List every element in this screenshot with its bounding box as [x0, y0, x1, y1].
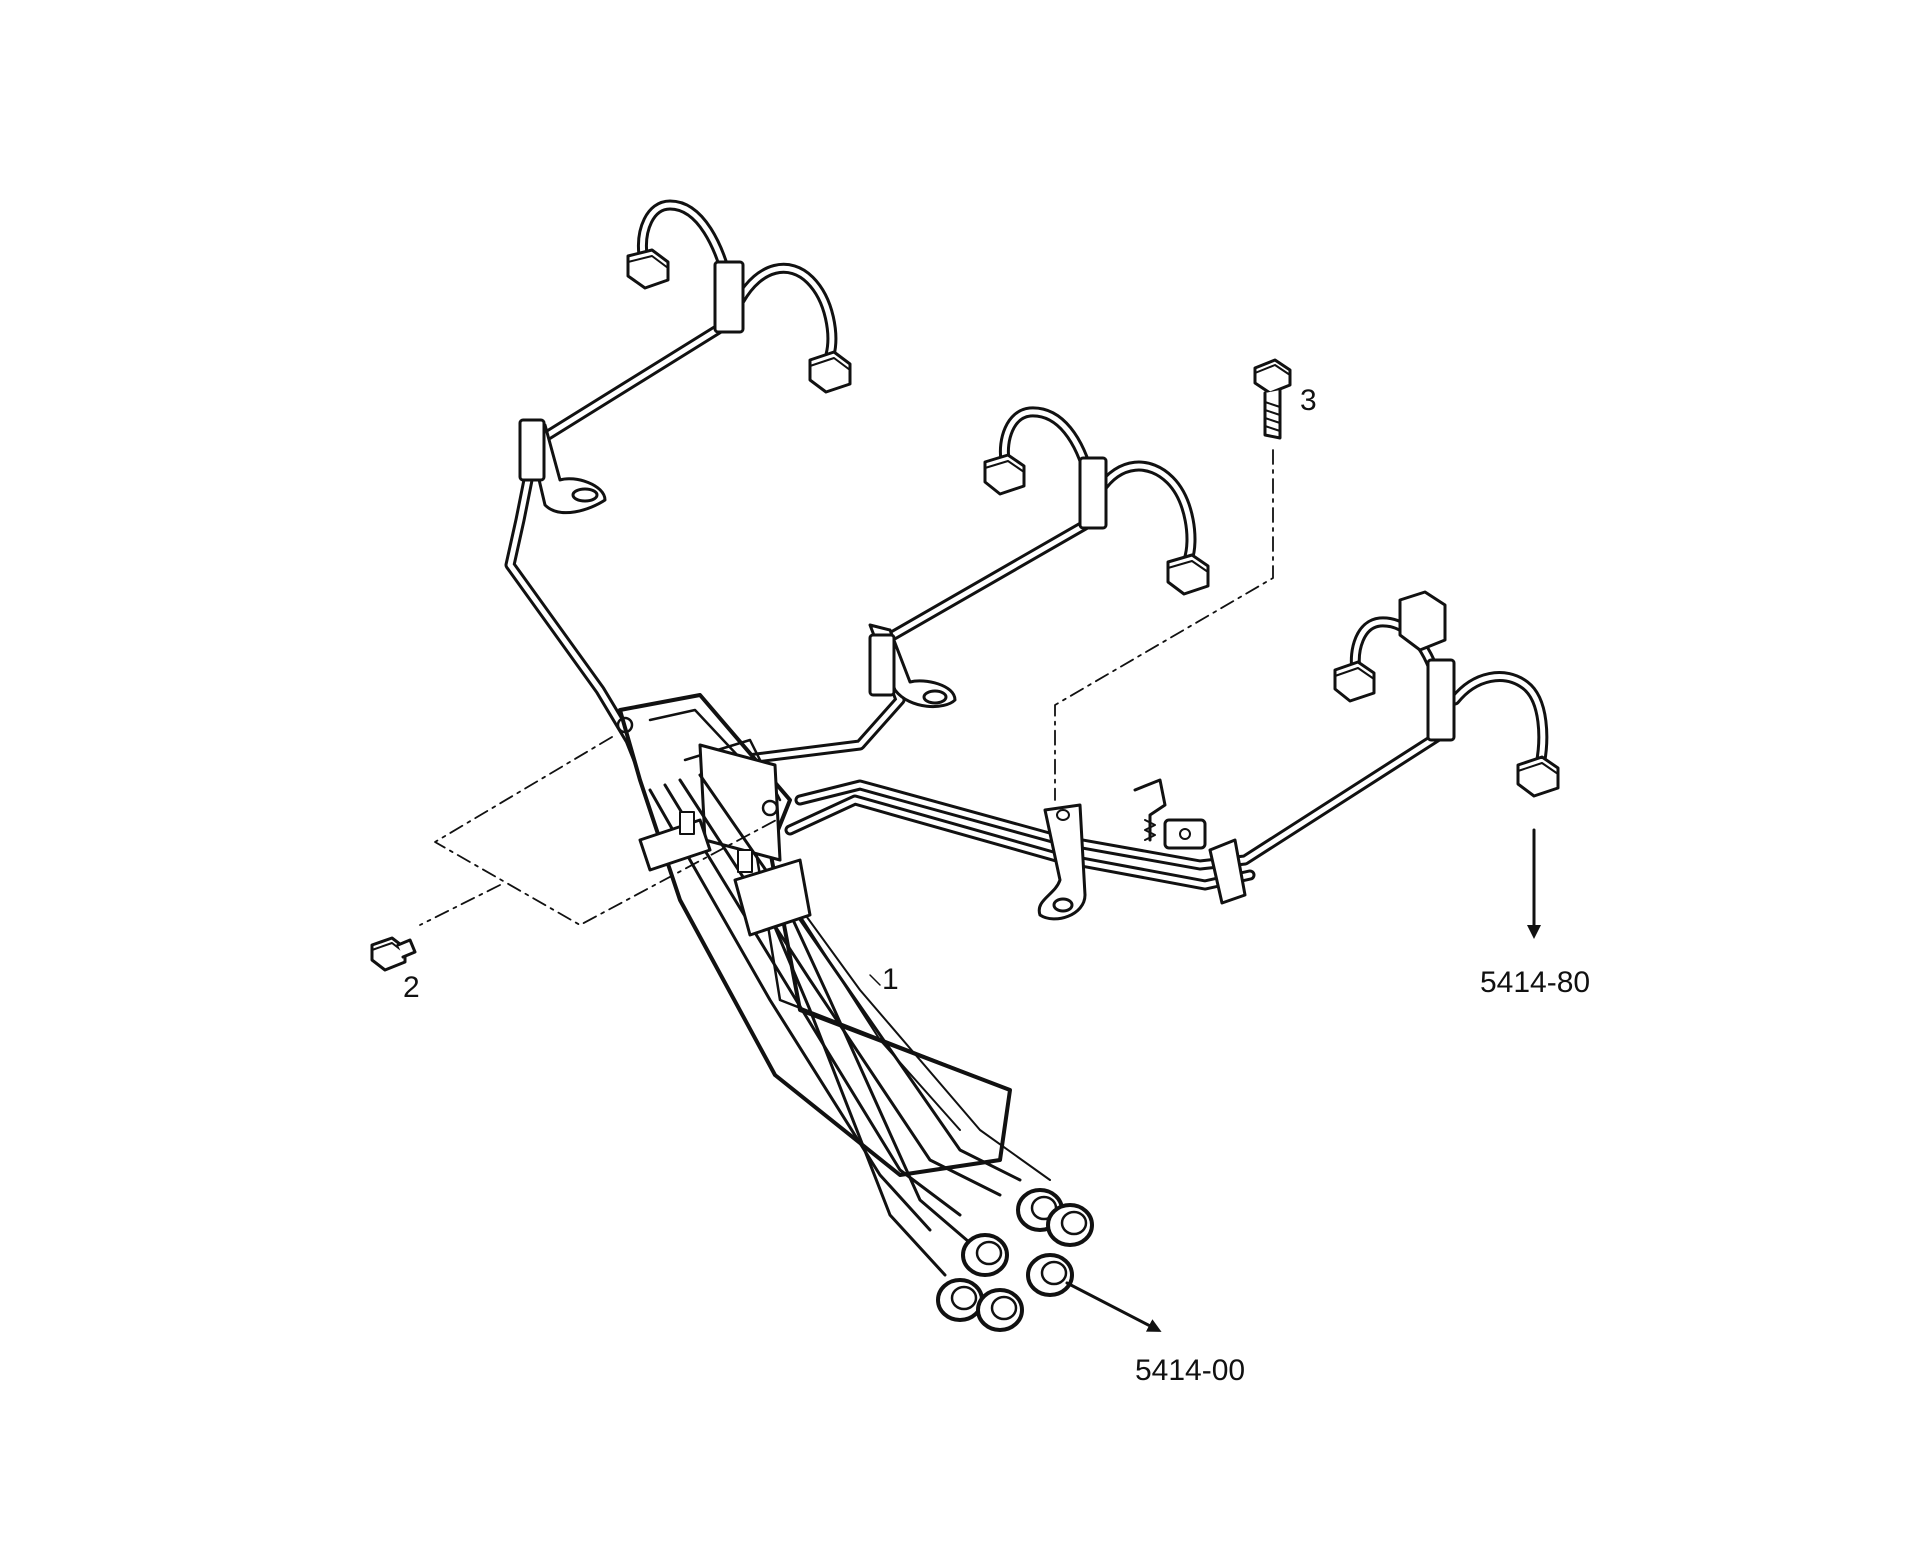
union-nut-left-1 — [626, 248, 670, 290]
pipe-assembly-left-bank — [504, 199, 838, 796]
reference-label-5414-00: 5414-00 — [1135, 1354, 1246, 1387]
union-nut-bottom-4 — [1026, 1253, 1074, 1297]
pipe-assembly-middle-bank — [674, 406, 1197, 766]
union-nut-bottom-5 — [936, 1278, 984, 1322]
union-nut-middle-1 — [983, 453, 1026, 496]
union-nut-left-2 — [808, 350, 852, 394]
union-nut-bottom-6 — [976, 1288, 1024, 1332]
direction-arrow-5414-00 — [1065, 1281, 1162, 1332]
callout-leader-1 — [869, 974, 881, 986]
bolt-item-2 — [370, 936, 417, 972]
union-nut-right-2 — [1516, 755, 1560, 798]
union-nut-middle-2 — [1166, 553, 1210, 596]
union-nut-right-1 — [1333, 660, 1376, 703]
reference-label-5414-80: 5414-80 — [1480, 966, 1591, 999]
callout-1: 1 — [882, 963, 899, 996]
leader-lines — [419, 449, 1274, 926]
callout-3: 3 — [1300, 384, 1317, 417]
pipe-assembly-right-bank — [784, 590, 1549, 921]
callout-2: 2 — [403, 971, 420, 1004]
union-nut-bottom-2 — [1046, 1203, 1094, 1247]
union-nuts-bottom — [936, 1188, 1094, 1332]
central-manifold — [616, 693, 1051, 1277]
union-nut-bottom-3 — [961, 1233, 1009, 1277]
bolt-item-3 — [1253, 358, 1292, 440]
